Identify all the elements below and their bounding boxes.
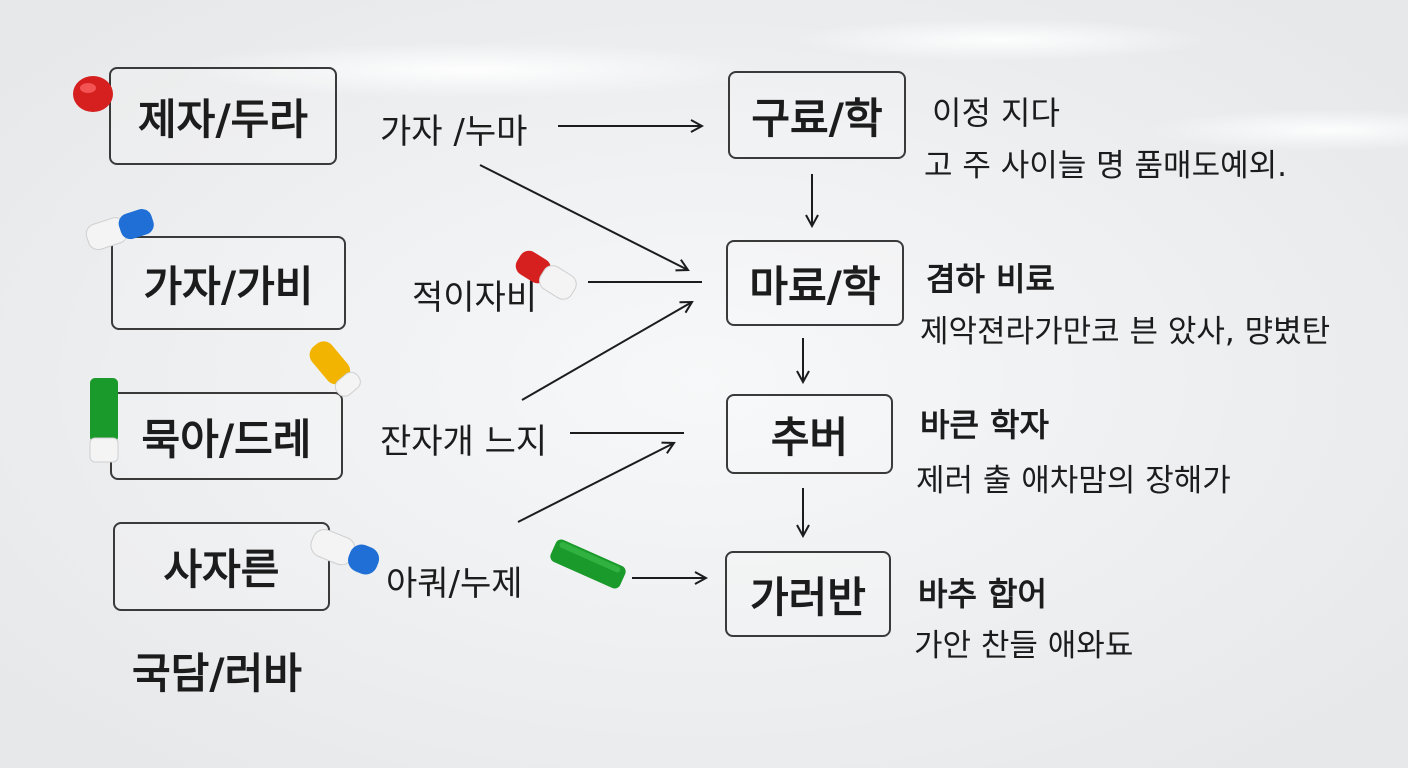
free-term: 국담/러바 [132,649,302,698]
green-bar-magnet [546,532,630,596]
left-term-label: 제자/두라 [138,94,308,144]
left-term-box-2: 가자/가비 [111,236,346,330]
left-term-box-4: 사자른 [113,522,330,611]
blue-white-magnet-2 [306,524,384,580]
red-round-magnet [72,74,114,114]
stage-box-4: 가러반 [725,551,891,637]
arrow-3-up-to-stage-2 [521,302,692,401]
arrow-4-up-to-stage-3 [517,443,674,523]
note-2-body: 제악젼라가만코 븐 았사, 먕볐탄 [920,314,1331,350]
relation-label-4: 아쿼/누제 [386,564,523,604]
green-white-magnet-vertical [88,378,120,464]
note-4-heading: 바추 합어 [918,575,1047,613]
note-2-heading: 겸하 비료 [926,260,1055,298]
left-term-label: 묵아/드레 [141,414,312,464]
relation-label-2: 적이자비 [412,278,538,318]
note-3-body: 제러 출 애차맘의 장해가 [916,463,1231,499]
left-term-label: 가자/가비 [143,261,314,311]
left-term-box-3: 묵아/드레 [110,392,343,480]
yellow-white-magnet [302,336,368,402]
stage-box-2: 마료/학 [726,240,904,326]
note-3-heading: 바큰 학자 [920,406,1049,444]
note-4-body: 가안 찬들 애와됴 [914,628,1134,664]
stage-label: 구료/학 [751,93,883,143]
note-1-body: 고 주 사이늘 명 품매도예외. [924,148,1287,184]
blue-white-magnet-1 [82,202,160,256]
arrow-1-to-stage-2 [479,164,688,270]
left-term-label: 사자른 [163,545,280,594]
relation-label-3: 잔자개 느지 [380,422,548,462]
stage-label: 가러반 [750,572,866,622]
stage-box-3: 추버 [726,394,893,474]
relation-label-1: 가자 /누마 [380,112,528,152]
stage-label: 추버 [770,412,849,462]
left-term-box-1: 제자/두라 [109,67,337,165]
red-white-magnet [510,246,582,304]
note-1-heading: 이정 지다 [932,94,1060,132]
stage-label: 마료/학 [749,261,881,311]
stage-box-1: 구료/학 [728,71,906,159]
